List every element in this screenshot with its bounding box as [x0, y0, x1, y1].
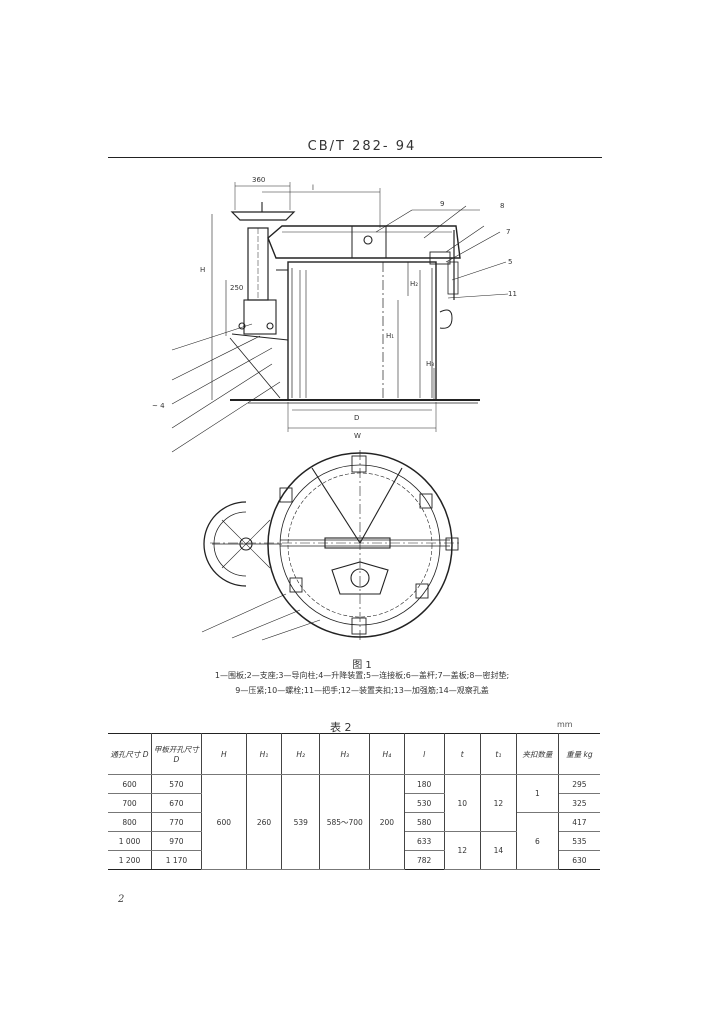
- svg-text:D: D: [354, 414, 359, 422]
- col-header: 通孔尺寸 D: [108, 733, 153, 775]
- col-header: t: [444, 733, 481, 775]
- header-rule: [108, 157, 602, 158]
- cell-d: 1 000: [108, 831, 153, 851]
- cell-deck-d: 670: [151, 793, 202, 813]
- cell-weight: 535: [558, 831, 600, 851]
- cell-h: 600: [201, 774, 247, 870]
- col-header: 甲板开孔尺寸 D: [151, 733, 202, 775]
- table-row: 600 570 600 260 539 585～700 200 180 10 1…: [108, 774, 600, 870]
- svg-text:11: 11: [508, 290, 517, 298]
- svg-text:7: 7: [506, 228, 510, 236]
- svg-text:360: 360: [252, 176, 265, 184]
- figure-legend-line2: 9—压紧;10—螺栓;11—把手;12—装置夹扣;13—加强筋;14—观察孔盖: [235, 686, 489, 695]
- figure-legend-line1: 1—围板;2—支座;3—导向柱;4—升降装置;5—连接板;6—盖杆;7—盖板;8…: [214, 671, 510, 680]
- cell-h1: 260: [246, 774, 283, 870]
- cell-t-lower: 12: [444, 831, 481, 870]
- cell-weight: 417: [558, 812, 600, 832]
- col-header: l: [404, 733, 445, 775]
- cell-l: 180: [404, 774, 445, 794]
- specification-table: 通孔尺寸 D 甲板开孔尺寸 D H H₁ H₂ H₃ H₄ l t t₁ 夹扣数…: [108, 733, 600, 870]
- cell-h2: 539: [281, 774, 321, 870]
- cell-t1-upper: 12: [480, 774, 517, 832]
- svg-text:~ 4: ~ 4: [152, 402, 165, 410]
- cell-l: 530: [404, 793, 445, 813]
- svg-text:H: H: [200, 266, 205, 274]
- technical-drawing: 360 l H 250 H₂ H₁ D H₃ W ~ 4 9 8 7 5 11: [152, 176, 517, 641]
- table-header-row: 通孔尺寸 D 甲板开孔尺寸 D H H₁ H₂ H₃ H₄ l t t₁ 夹扣数…: [108, 733, 600, 775]
- cell-weight: 295: [558, 774, 600, 794]
- col-header: t₁: [480, 733, 517, 775]
- table-row: 1 000 970 633 12 14 535: [108, 831, 600, 870]
- figure-label: 图 1: [352, 660, 372, 671]
- cell-h4: 200: [369, 774, 405, 870]
- cell-clamp-upper: 1: [516, 774, 559, 813]
- page-number: 2: [118, 894, 125, 905]
- col-header: H₁: [246, 733, 283, 775]
- col-header: H₃: [319, 733, 371, 775]
- svg-text:H₁: H₁: [386, 332, 394, 340]
- cell-l: 580: [404, 812, 445, 832]
- cell-d: 600: [108, 774, 153, 794]
- svg-text:W: W: [354, 432, 361, 440]
- cell-t-upper: 10: [444, 774, 481, 832]
- svg-text:H₂: H₂: [410, 280, 418, 288]
- svg-text:9: 9: [440, 200, 444, 208]
- table-row: 800 770 580 6 417: [108, 812, 600, 870]
- svg-text:8: 8: [500, 202, 504, 210]
- table-title: 表 2: [330, 721, 352, 734]
- table-row: 1 200 1 170 782 630: [108, 850, 600, 870]
- cell-d: 1 200: [108, 850, 153, 870]
- cell-d: 700: [108, 793, 153, 813]
- cell-deck-d: 970: [151, 831, 202, 851]
- svg-text:H₃: H₃: [426, 360, 434, 368]
- cell-deck-d: 570: [151, 774, 202, 794]
- col-header: H₄: [369, 733, 405, 775]
- cell-h3: 585～700: [319, 774, 371, 870]
- cell-l: 782: [404, 850, 445, 870]
- cell-l: 633: [404, 831, 445, 851]
- svg-text:5: 5: [508, 258, 512, 266]
- standard-code: CB/T 282- 94: [307, 139, 417, 154]
- table-unit: mm: [557, 720, 573, 729]
- cell-deck-d: 1 170: [151, 850, 202, 870]
- svg-text:250: 250: [230, 284, 243, 292]
- cell-weight: 630: [558, 850, 600, 870]
- table-row: 700 670 530 325: [108, 793, 600, 813]
- col-header: H₂: [281, 733, 321, 775]
- svg-text:l: l: [312, 184, 314, 192]
- cell-t1-lower: 14: [480, 831, 517, 870]
- cell-deck-d: 770: [151, 812, 202, 832]
- cell-weight: 325: [558, 793, 600, 813]
- cell-clamp-lower: 6: [516, 812, 559, 870]
- col-header: 夹扣数量: [516, 733, 559, 775]
- col-header: H: [201, 733, 247, 775]
- col-header: 重量 kg: [558, 733, 600, 775]
- cell-d: 800: [108, 812, 153, 832]
